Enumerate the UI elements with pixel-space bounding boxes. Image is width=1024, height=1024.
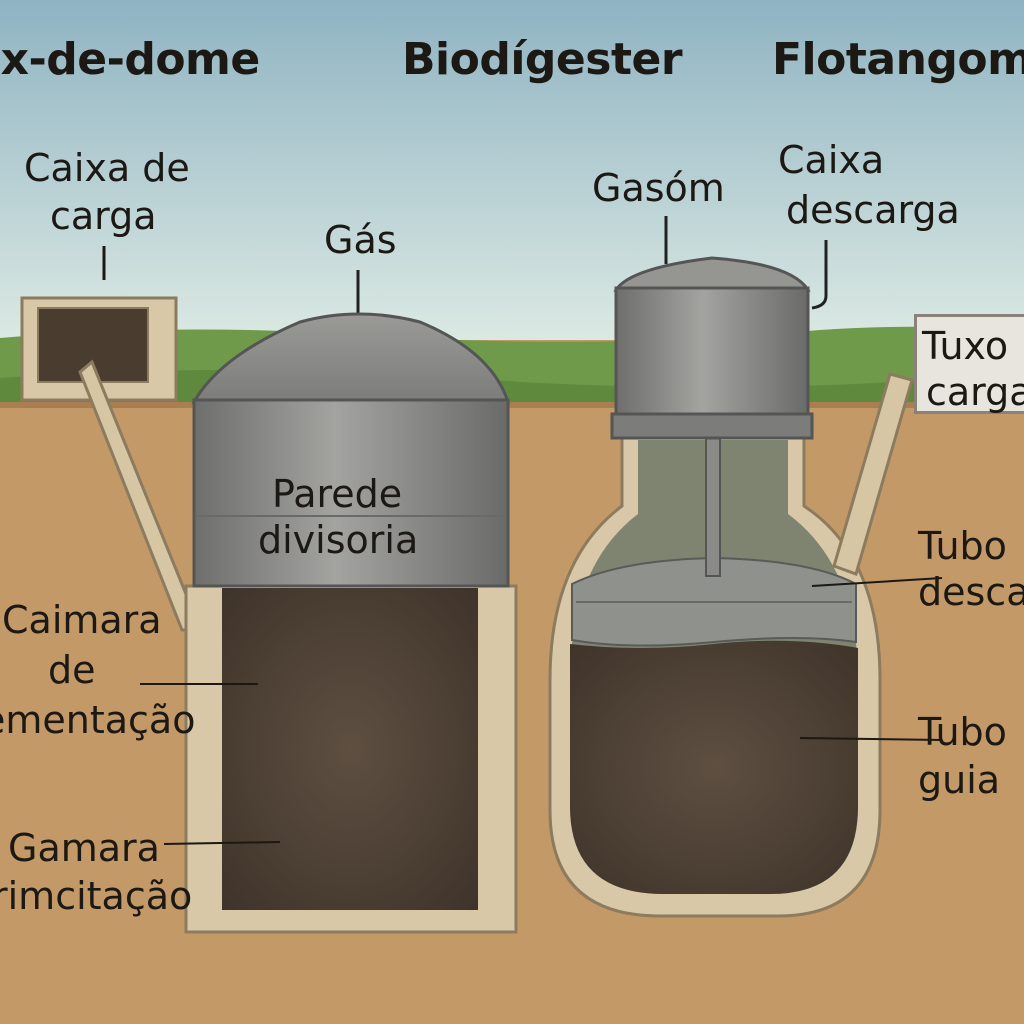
label-tubo-descarga-2: desca xyxy=(918,570,1024,614)
label-caimara-3: ementação xyxy=(0,698,196,742)
label-gamara-1: Gamara xyxy=(8,826,160,870)
gas-holder-body xyxy=(614,286,810,418)
sky xyxy=(0,0,1024,340)
label-caixa-de-carga-2: carga xyxy=(50,194,157,238)
gas-holder-cap xyxy=(613,256,811,292)
guide-rod xyxy=(705,435,721,577)
tuxo-carga-sign xyxy=(914,314,1024,414)
left-dome-cap xyxy=(191,312,511,404)
right-chamber-slurry xyxy=(570,640,858,894)
title-center: Biodígester xyxy=(402,34,683,85)
label-tubo-descarga-1: Tubo xyxy=(918,524,1007,568)
label-caimara-2: de xyxy=(48,648,96,692)
label-tubo-guia-2: guia xyxy=(918,758,1001,802)
label-caixa-de-carga-1: Caixa de xyxy=(24,146,190,190)
label-tubo-guia-1: Tubo xyxy=(918,710,1007,754)
leader-tubo-descarga xyxy=(811,577,943,587)
title-right: Flotangom xyxy=(772,34,1024,85)
leader-caixa-descarga xyxy=(811,240,828,310)
label-parede-2: divisoria xyxy=(258,518,419,562)
label-gamara-2: rimcitação xyxy=(0,874,193,918)
label-tuxo-carga-1: Tuxo xyxy=(922,324,1009,368)
label-caixa-descarga-1: Caixa xyxy=(778,138,885,182)
label-caixa-descarga-2: descarga xyxy=(786,188,960,232)
label-parede-1: Parede xyxy=(272,472,403,516)
label-gasom: Gasóm xyxy=(592,166,725,210)
outlet-pipe xyxy=(832,372,914,576)
soil-edge xyxy=(0,402,1024,408)
label-caimara-1: Caimara xyxy=(2,598,162,642)
leader-tubo-guia xyxy=(799,737,943,741)
label-tuxo-carga-2: carga xyxy=(926,370,1024,414)
left-chamber-slurry xyxy=(222,588,478,910)
leader-gamara xyxy=(163,841,281,845)
gas-holder-rim xyxy=(610,412,814,440)
label-gas: Gás xyxy=(324,218,397,262)
title-left: ix-de-dome xyxy=(0,34,260,85)
left-dome-body xyxy=(192,398,510,588)
